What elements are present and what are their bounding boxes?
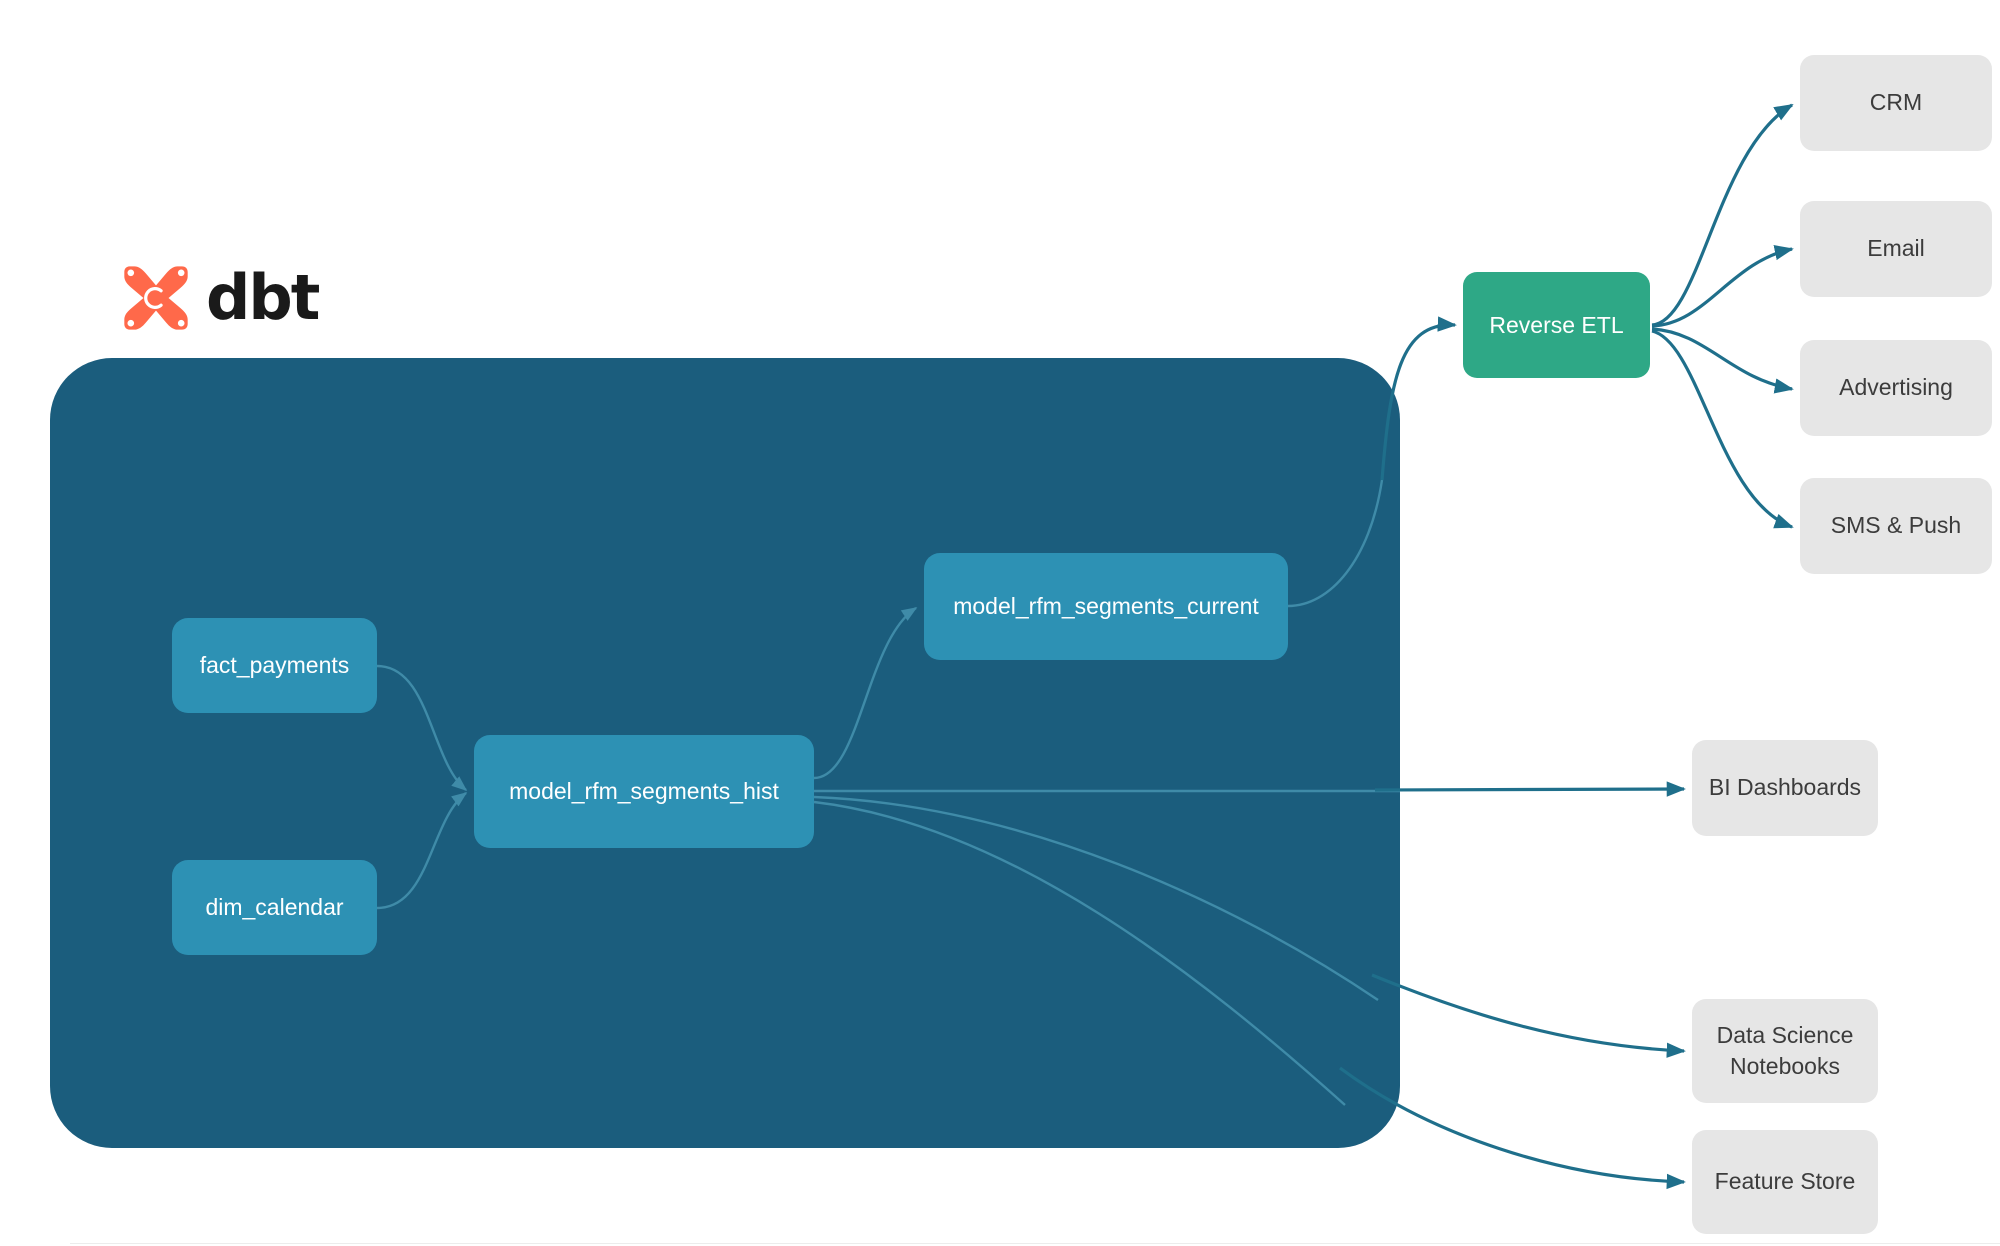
edge-hist-to-bi-dashboards <box>1374 781 1686 797</box>
node-label-line-1: Data Science <box>1716 1021 1854 1048</box>
edge-reverse-etl-to-advertising <box>1651 327 1794 394</box>
node-label: fact_payments <box>199 652 350 678</box>
node-label: dim_calendar <box>205 894 344 920</box>
edge-hist-to-ds-notebooks <box>1371 973 1686 1058</box>
node-model-rfm-segments-hist[interactable]: model_rfm_segments_hist <box>474 735 814 848</box>
node-sms-push[interactable]: SMS & Push <box>1800 478 1992 574</box>
node-reverse-etl[interactable]: Reverse ETL <box>1463 272 1650 378</box>
node-fact-payments[interactable]: fact_payments <box>172 618 377 713</box>
node-label: CRM <box>1869 89 1923 116</box>
dbt-wordmark: dbt <box>206 261 320 334</box>
node-data-science-notebooks[interactable]: Data Science Notebooks <box>1692 999 1878 1103</box>
node-label: model_rfm_segments_current <box>953 593 1259 619</box>
edge-reverse-etl-to-email <box>1651 245 1794 328</box>
dbt-logo-icon <box>124 266 188 330</box>
bottom-divider <box>70 1243 2000 1244</box>
node-crm[interactable]: CRM <box>1800 55 1992 151</box>
node-label: BI Dashboards <box>1708 774 1862 801</box>
node-label: Feature Store <box>1714 1168 1856 1195</box>
node-label: Advertising <box>1839 374 1953 401</box>
node-label: Email <box>1867 235 1925 262</box>
edge-reverse-etl-to-crm <box>1651 103 1794 327</box>
dbt-logo: dbt <box>120 258 350 338</box>
edge-reverse-etl-to-sms-push <box>1651 329 1794 529</box>
node-feature-store[interactable]: Feature Store <box>1692 1130 1878 1234</box>
node-advertising[interactable]: Advertising <box>1800 340 1992 436</box>
node-label: SMS & Push <box>1830 512 1962 539</box>
node-dim-calendar[interactable]: dim_calendar <box>172 860 377 955</box>
node-bi-dashboards[interactable]: BI Dashboards <box>1692 740 1878 836</box>
node-label: model_rfm_segments_hist <box>509 778 779 804</box>
node-model-rfm-segments-current[interactable]: model_rfm_segments_current <box>924 553 1288 660</box>
node-label: Reverse ETL <box>1489 311 1624 338</box>
node-label-wrap: Data Science Notebooks <box>1717 1020 1854 1082</box>
node-email[interactable]: Email <box>1800 201 1992 297</box>
node-label-line-2: Notebooks <box>1730 1053 1840 1079</box>
